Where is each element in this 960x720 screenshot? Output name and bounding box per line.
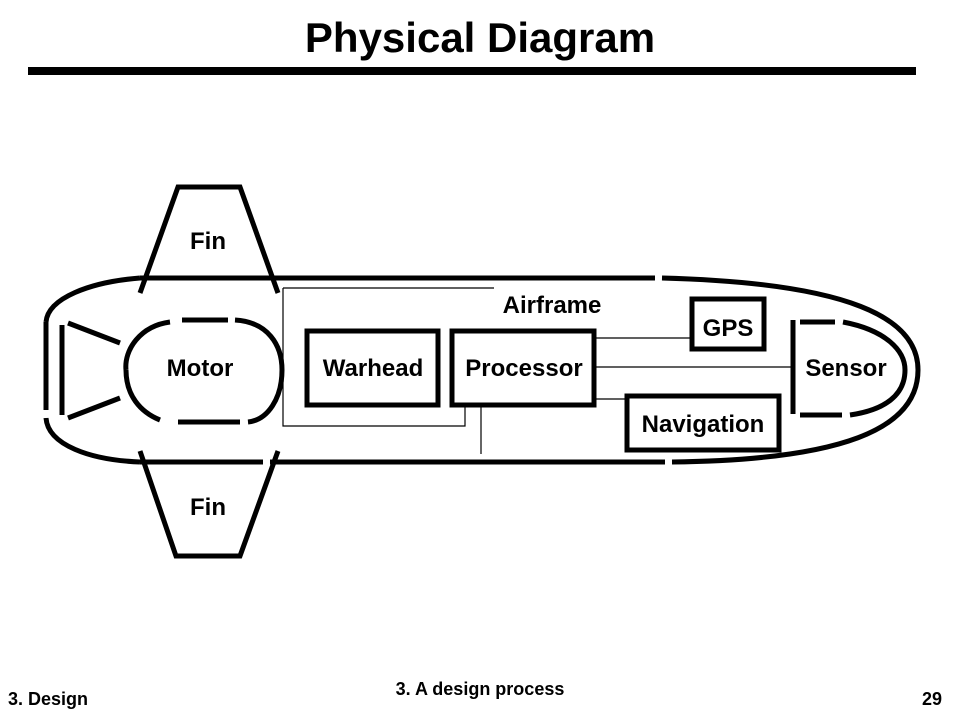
nozzle-shape bbox=[59, 320, 121, 421]
warhead-box bbox=[304, 328, 441, 408]
fin-top-label: Fin bbox=[190, 228, 226, 255]
gps-box bbox=[689, 296, 767, 352]
airframe-outline bbox=[43, 275, 921, 465]
airframe-label: Airframe bbox=[503, 292, 602, 319]
title-divider bbox=[28, 67, 916, 75]
footer-section: 3. Design bbox=[8, 689, 89, 709]
navigation-label: Navigation bbox=[642, 411, 765, 438]
sensor-shape bbox=[790, 319, 908, 418]
gps-label: GPS bbox=[703, 315, 754, 342]
navigation-box bbox=[624, 393, 782, 453]
page-title: Physical Diagram bbox=[304, 14, 656, 61]
processor-box bbox=[449, 328, 597, 408]
fin-bottom-shape bbox=[137, 450, 281, 559]
warhead-label: Warhead bbox=[323, 355, 423, 382]
fin-top-shape bbox=[137, 184, 281, 294]
fin-bottom-label: Fin bbox=[190, 494, 226, 521]
connection-lines bbox=[282, 287, 793, 454]
motor-label: Motor bbox=[167, 355, 234, 382]
sensor-label: Sensor bbox=[805, 355, 886, 382]
motor-shape bbox=[123, 317, 285, 425]
footer-subtitle: 3. A design process bbox=[395, 679, 565, 699]
processor-label: Processor bbox=[465, 355, 582, 382]
page-number: 29 bbox=[921, 689, 942, 709]
